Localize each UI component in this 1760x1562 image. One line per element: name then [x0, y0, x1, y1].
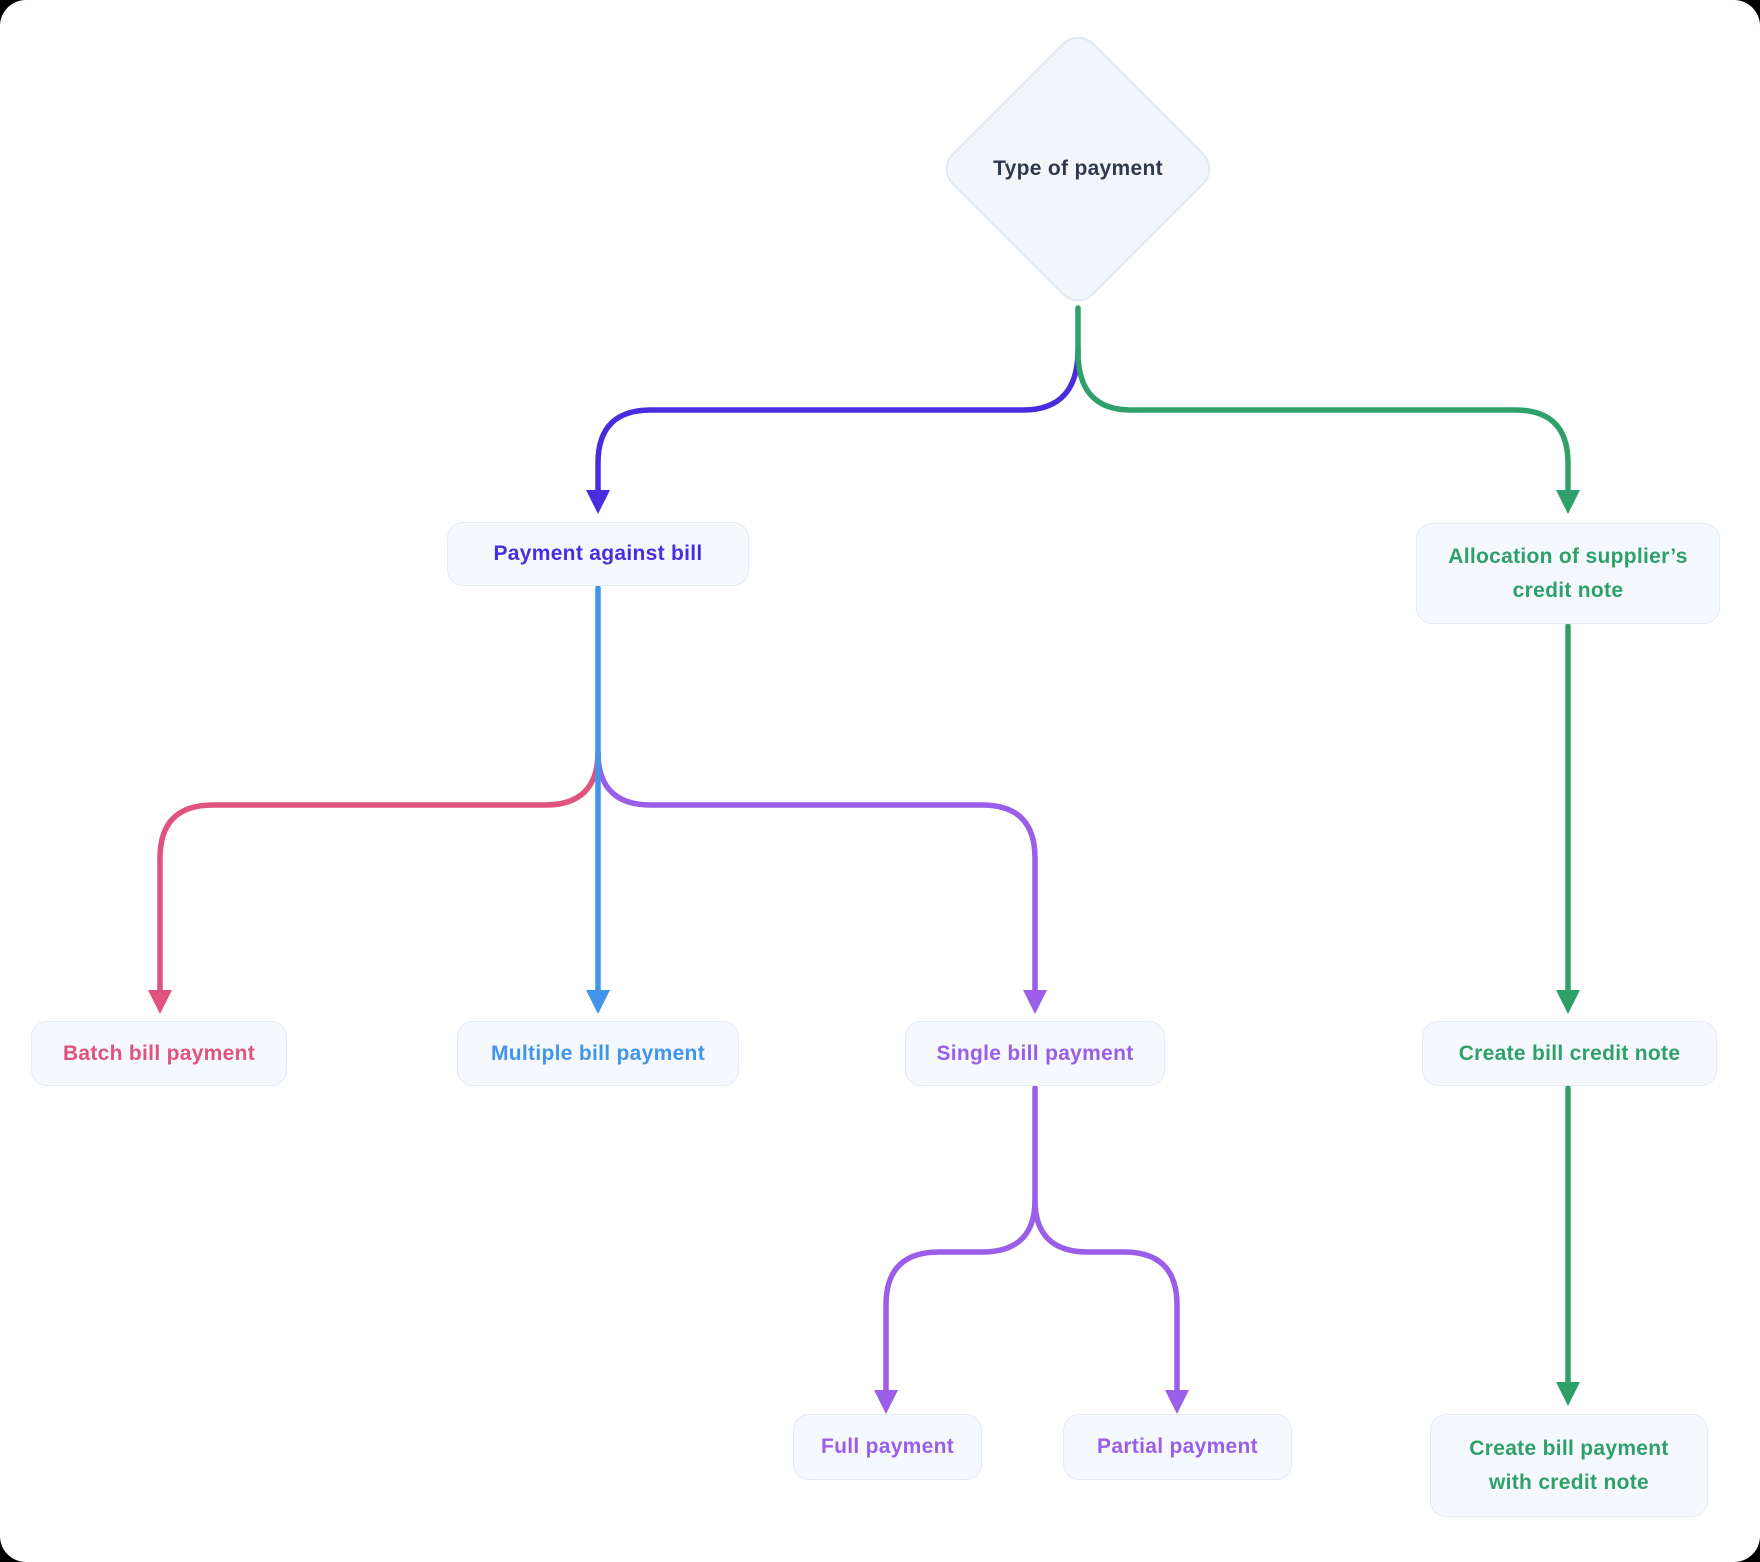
arrowhead-partial-payment [1165, 1390, 1189, 1414]
node-allocation-credit-note: Allocation of supplier’s credit note [1416, 523, 1720, 624]
edge-single-to-partial-payment [1032, 1197, 1180, 1393]
node-partial-payment: Partial payment [1063, 1414, 1292, 1480]
arrowhead-payment-against-bill [586, 490, 610, 514]
arrowhead-full-payment [874, 1390, 898, 1414]
node-single-bill-payment: Single bill payment [905, 1021, 1165, 1086]
arrowhead-single-bill-payment [1023, 990, 1047, 1014]
edge-root-to-payment-against-bill [595, 347, 1081, 493]
node-full-payment: Full payment [793, 1414, 982, 1480]
node-create-bill-credit-note: Create bill credit note [1422, 1021, 1717, 1086]
node-multiple-bill-payment: Multiple bill payment [457, 1021, 739, 1086]
arrowhead-batch-bill-payment [148, 990, 172, 1014]
edge-payment-to-single-bill-payment [595, 749, 1038, 993]
edge-single-to-full-payment [883, 1085, 1038, 1393]
node-payment-against-bill: Payment against bill [447, 522, 749, 586]
node-type-of-payment: Type of payment [993, 157, 1163, 180]
arrowhead-create-bill-payment [1556, 1382, 1580, 1406]
node-create-bill-payment-with-credit-note: Create bill payment with credit note [1430, 1414, 1708, 1517]
node-batch-bill-payment: Batch bill payment [31, 1021, 287, 1086]
edge-payment-to-batch-bill-payment [157, 749, 601, 993]
arrowhead-create-bill-credit-note [1556, 990, 1580, 1014]
edge-root-to-allocation-credit-note [1075, 305, 1571, 493]
arrowhead-multiple-bill-payment [586, 990, 610, 1014]
arrowhead-allocation-credit-note [1556, 490, 1580, 514]
